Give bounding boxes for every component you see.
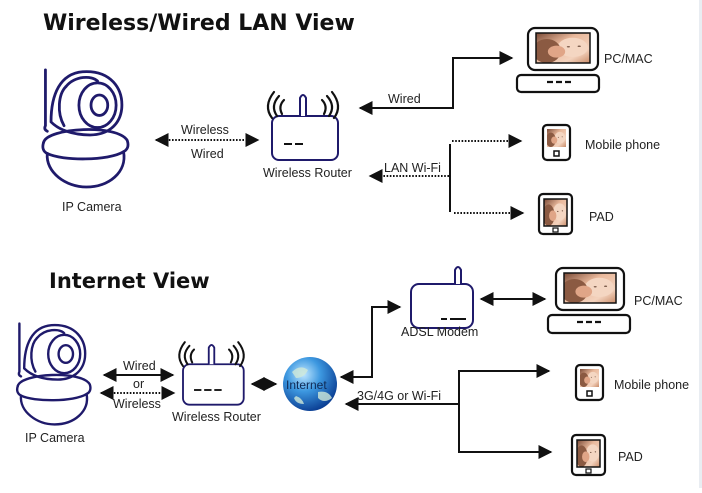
internet-view-section: Internet View IP Camera Wired or Wireles… xyxy=(15,266,689,477)
camera-link-wired-label-internet: Wired xyxy=(123,359,156,373)
pad-icon-internet xyxy=(570,433,607,477)
wifi-signal-right-icon xyxy=(320,90,340,120)
lan-wifi-label: LAN Wi-Fi xyxy=(384,161,441,175)
mobile-phone-label-internet: Mobile phone xyxy=(614,378,689,392)
mobile-phone-icon-internet xyxy=(574,363,605,402)
pc-mac-label-internet: PC/MAC xyxy=(634,294,683,308)
internet-globe-icon: Internet xyxy=(283,357,337,411)
right-edge-border xyxy=(699,0,702,488)
adsl-modem-label: ADSL Modem xyxy=(401,325,478,339)
pad-icon xyxy=(537,192,574,236)
pc-mac-icon xyxy=(515,26,601,94)
lan-view-section: Wireless/Wired LAN View IP Camera Wirele… xyxy=(41,11,660,236)
pad-label-internet: PAD xyxy=(618,450,643,464)
wireless-router-label: Wireless Router xyxy=(263,166,352,180)
router-pc-wired-link xyxy=(358,51,514,115)
ip-camera-label: IP Camera xyxy=(62,200,122,214)
camera-link-wired-label: Wired xyxy=(191,147,224,161)
mobile-phone-icon xyxy=(541,123,572,162)
adsl-modem-icon xyxy=(410,266,474,329)
ip-camera-icon xyxy=(41,68,130,189)
wireless-router-icon xyxy=(266,90,340,161)
wifi-signal-left-icon-internet xyxy=(178,341,196,368)
camera-link-wireless-label: Wireless xyxy=(181,123,229,137)
wireless-router-label-internet: Wireless Router xyxy=(172,410,261,424)
wired-label: Wired xyxy=(388,92,421,106)
lan-view-title: Wireless/Wired LAN View xyxy=(43,11,355,36)
mobile-link-label: 3G/4G or Wi-Fi xyxy=(357,389,441,403)
pad-label: PAD xyxy=(589,210,614,224)
ip-camera-label-internet: IP Camera xyxy=(25,431,85,445)
ip-camera-icon-internet xyxy=(15,322,92,426)
internet-label: Internet xyxy=(286,378,327,392)
wifi-signal-right-icon-internet xyxy=(227,341,245,368)
pc-mac-label: PC/MAC xyxy=(604,52,653,66)
mobile-phone-label: Mobile phone xyxy=(585,138,660,152)
internet-modem-link xyxy=(339,300,402,384)
wireless-router-icon-internet xyxy=(178,341,245,406)
camera-link-wireless-label-internet: Wireless xyxy=(113,397,161,411)
pc-mac-icon-internet xyxy=(546,266,632,335)
internet-view-title: Internet View xyxy=(49,269,210,293)
wifi-signal-left-icon xyxy=(266,90,286,120)
mobile-branch-link xyxy=(458,364,553,459)
camera-link-or-label: or xyxy=(133,377,144,391)
